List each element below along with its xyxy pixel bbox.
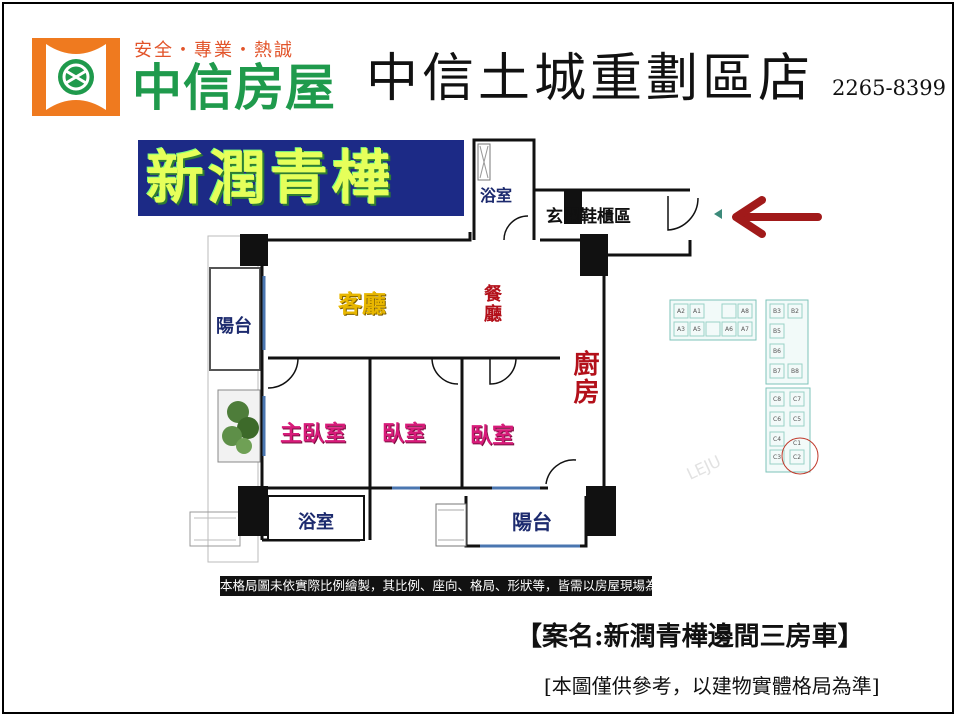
entrance-arrow-icon [732, 196, 822, 238]
store-phone: 2265-8399 [832, 76, 946, 100]
community-name-banner: 新潤青樺 [138, 140, 464, 216]
room-label-kitchen: 廚房 [569, 350, 599, 406]
site-plan [669, 299, 819, 475]
room-label-balcony-west: 陽台 [216, 312, 252, 338]
room-label-master-bedroom: 主臥室 [280, 422, 347, 447]
company-name: 中信房屋 [132, 59, 336, 117]
store-name: 中信土城重劃區店 [366, 49, 815, 109]
community-name: 新潤青樺 [146, 144, 395, 212]
room-label-bedroom-3: 臥室 [470, 424, 515, 449]
room-label-dining: 餐廳 [481, 284, 502, 324]
room-label-bedroom-2: 臥室 [382, 422, 427, 447]
case-name: 【案名:新潤青樺邊間三房車】 [516, 622, 864, 652]
reference-note: [本圖僅供參考，以建物實體格局為準] [544, 674, 880, 698]
room-label-entry: 玄關鞋櫃區 [546, 207, 631, 227]
company-slogan: 安全・專業・熱誠 [134, 40, 294, 61]
room-label-bath-top: 浴室 [480, 186, 513, 205]
room-label-balcony-south: 陽台 [512, 510, 552, 534]
plan-disclaimer: 本格局圖未依實際比例繪製，其比例、座向、格局、形狀等，皆需以房屋現場為準 [220, 576, 652, 596]
svg-text:LEJU: LEJU [684, 451, 724, 483]
room-label-living: 客廳 [338, 290, 386, 318]
company-logo-icon [32, 38, 120, 116]
entry-marker-icon [714, 209, 722, 219]
room-label-bath-bottom: 浴室 [298, 512, 334, 533]
